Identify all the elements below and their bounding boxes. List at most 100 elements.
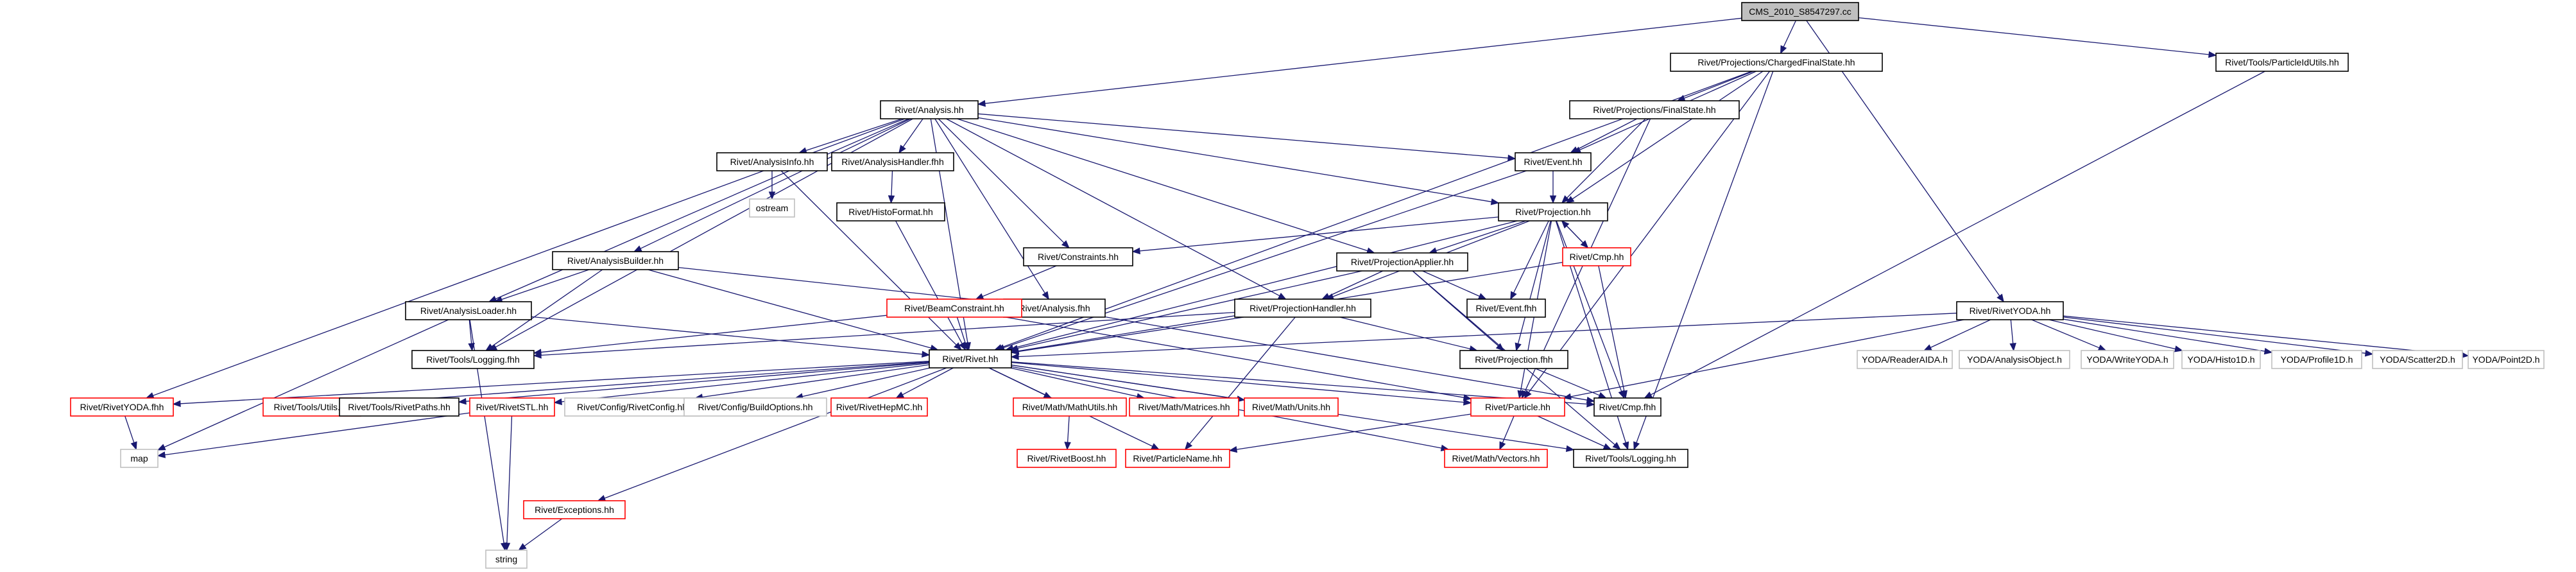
edge-analysisinfo-to-ostream [768,171,776,200]
node-rivet-tools-logging-fhh[interactable]: Rivet/Tools/Logging.fhh [411,350,535,369]
node-rivet-projection-hh[interactable]: Rivet/Projection.hh [1498,202,1608,221]
node-box [552,251,679,270]
node-rivet-event-fhh[interactable]: Rivet/Event.fhh [1466,299,1546,318]
node-label: Rivet/Projection.fhh [1475,354,1552,365]
node-rivet-rivet-hh[interactable]: Rivet/Rivet.hh [929,349,1012,368]
node-rivet-particlename-hh[interactable]: Rivet/ParticleName.hh [1125,449,1230,468]
edge-arrowhead [1278,293,1287,300]
edge-root-to-analysis [977,17,1742,107]
edge-arrowhead [145,392,155,399]
edge-chfs-to-finalstate [1676,71,1754,101]
edge-rivethh-to-toolsrivetpaths [458,361,930,405]
node-rivet-histoformat-hh[interactable]: Rivet/HistoFormat.hh [836,202,945,221]
node-rivet-rivethepmc-hh[interactable]: Rivet/RivetHepMC.hh [830,397,928,417]
node-label: Rivet/Particle.hh [1485,402,1550,412]
node-label: Rivet/Config/BuildOptions.hh [698,402,813,412]
node-label: Rivet/AnalysisBuilder.hh [567,256,664,266]
node-box [831,152,954,171]
edge-line [1017,270,1362,349]
edge-arrowhead [2174,345,2183,352]
edge-arrowhead [1517,390,1524,399]
edge-line [1517,220,1551,344]
node-rivet-projection-fhh[interactable]: Rivet/Projection.fhh [1459,350,1568,369]
edge-line [1328,270,1384,297]
edge-line [640,118,911,249]
edge-arrowhead [1563,393,1572,400]
edge-rivethh-to-rivetstl [553,363,930,406]
node-rivet-math-mathutils-hh[interactable]: Rivet/Math/MathUtils.hh [1013,397,1127,417]
edge-line [1502,415,1515,444]
node-label: Rivet/Math/Matrices.hh [1138,402,1230,412]
edge-line [164,319,449,448]
edge-arrowhead [1151,443,1160,450]
edge-line [1528,71,1771,393]
edge-beamconstraint-to-rivethh [956,316,969,351]
node-rivet-tools-particleidutils-hh[interactable]: Rivet/Tools/ParticleIdUtils.hh [2215,53,2349,72]
node-rivet-cmp-fhh[interactable]: Rivet/Cmp.fhh [1593,397,1662,417]
edge-arrowhead [1644,392,1653,399]
edge-chfs-to-toolslogging [1633,71,1774,451]
edge-line [1018,316,1244,352]
edge-line [1436,220,1527,252]
node-box [836,202,945,221]
edge-analysis-to-projection [977,117,1500,205]
node-rivet-beamconstraint-hh[interactable]: Rivet/BeamConstraint.hh [886,299,1022,318]
node-rivet-constraints-hh[interactable]: Rivet/Constraints.hh [1023,247,1133,266]
node-box [880,100,979,119]
edge-chfs-to-projection [1565,71,1764,204]
edge-rivethh-to-rivethepmc [895,367,954,399]
edge-arrowhead [922,351,931,358]
node-rivet-tools-rivetpaths-hh[interactable]: Rivet/Tools/RivetPaths.hh [339,397,459,417]
edge-arrowhead [1477,293,1487,300]
edge-projection-to-projfhh [1515,220,1551,352]
node-rivet-analysisbuilder-hh[interactable]: Rivet/AnalysisBuilder.hh [552,251,679,270]
node-label: Rivet/Analysis.hh [895,105,963,115]
edge-line [956,316,966,343]
node-rivet-event-hh[interactable]: Rivet/Event.hh [1515,152,1592,171]
node-rivet-projectionhandler-hh[interactable]: Rivet/ProjectionHandler.hh [1234,299,1371,318]
node-label: Rivet/ProjectionHandler.hh [1249,303,1356,313]
node-rivet-analysishandler-fhh[interactable]: Rivet/AnalysisHandler.fhh [831,152,954,171]
edge-line [1139,216,1499,252]
node-rivet-rivetstl-hh[interactable]: Rivet/RivetSTL.hh [469,397,555,417]
edge-arrowhead [1499,441,1506,451]
node-rivet-projectionapplier-hh[interactable]: Rivet/ProjectionApplier.hh [1336,252,1468,272]
node-rivet-math-matrices-hh[interactable]: Rivet/Math/Matrices.hh [1129,397,1239,417]
edge-rivetyodafhh-to-map [125,415,137,451]
node-box [929,349,1012,368]
node-box [886,299,1022,318]
node-label: Rivet/Projections/FinalState.hh [1593,105,1715,115]
node-rivet-analysis-hh[interactable]: Rivet/Analysis.hh [880,100,979,119]
edge-arrowhead [2263,347,2273,355]
node-rivet-exceptions-hh[interactable]: Rivet/Exceptions.hh [523,500,626,519]
node-label: Rivet/BeamConstraint.hh [904,303,1004,313]
edge-line [164,412,470,456]
node-rivet-rivetyoda-fhh[interactable]: Rivet/RivetYODA.fhh [70,397,174,417]
edge-arrowhead [157,444,166,451]
node-rivet-projections-chargedfinalstate-hh[interactable]: Rivet/Projections/ChargedFinalState.hh [1670,53,1883,72]
edge-arrowhead [1633,441,1640,451]
node-rivet-tools-logging-hh[interactable]: Rivet/Tools/Logging.hh [1573,449,1688,468]
edge-rivethh-to-rivetyodafhh [172,360,930,408]
edge-arrowhead [2208,51,2217,58]
node-rivet-particle-hh[interactable]: Rivet/Particle.hh [1470,397,1565,417]
node-rivet-rivetboost-hh[interactable]: Rivet/RivetBoost.hh [1017,449,1117,468]
node-box [339,397,459,417]
node-rivet-analysisinfo-hh[interactable]: Rivet/AnalysisInfo.hh [716,152,828,171]
node-rivet-math-units-hh[interactable]: Rivet/Math/Units.hh [1244,397,1339,417]
node-string: string [485,550,528,569]
node-rivet-projections-finalstate-hh[interactable]: Rivet/Projections/FinalState.hh [1569,100,1740,119]
node-rivet-cmp-hh[interactable]: Rivet/Cmp.hh [1562,247,1631,266]
node-rivet-rivetyoda-hh[interactable]: Rivet/RivetYODA.hh [1956,301,2064,320]
node-box [2215,53,2349,72]
node-label: Rivet/Constraints.hh [1038,252,1119,262]
node-rivet-analysisloader-hh[interactable]: Rivet/AnalysisLoader.hh [405,301,532,320]
node-cms-2010-s8547297-cc[interactable]: CMS_2010_S8547297.cc [1741,2,1859,21]
edge-root-to-chfs [1780,20,1796,55]
edge-arrowhead [1597,392,1607,399]
node-rivet-math-vectors-hh[interactable]: Rivet/Math/Vectors.hh [1444,449,1548,468]
edge-arrowhead [1507,154,1516,162]
node-label: string [495,554,517,564]
edge-line [938,118,1065,243]
